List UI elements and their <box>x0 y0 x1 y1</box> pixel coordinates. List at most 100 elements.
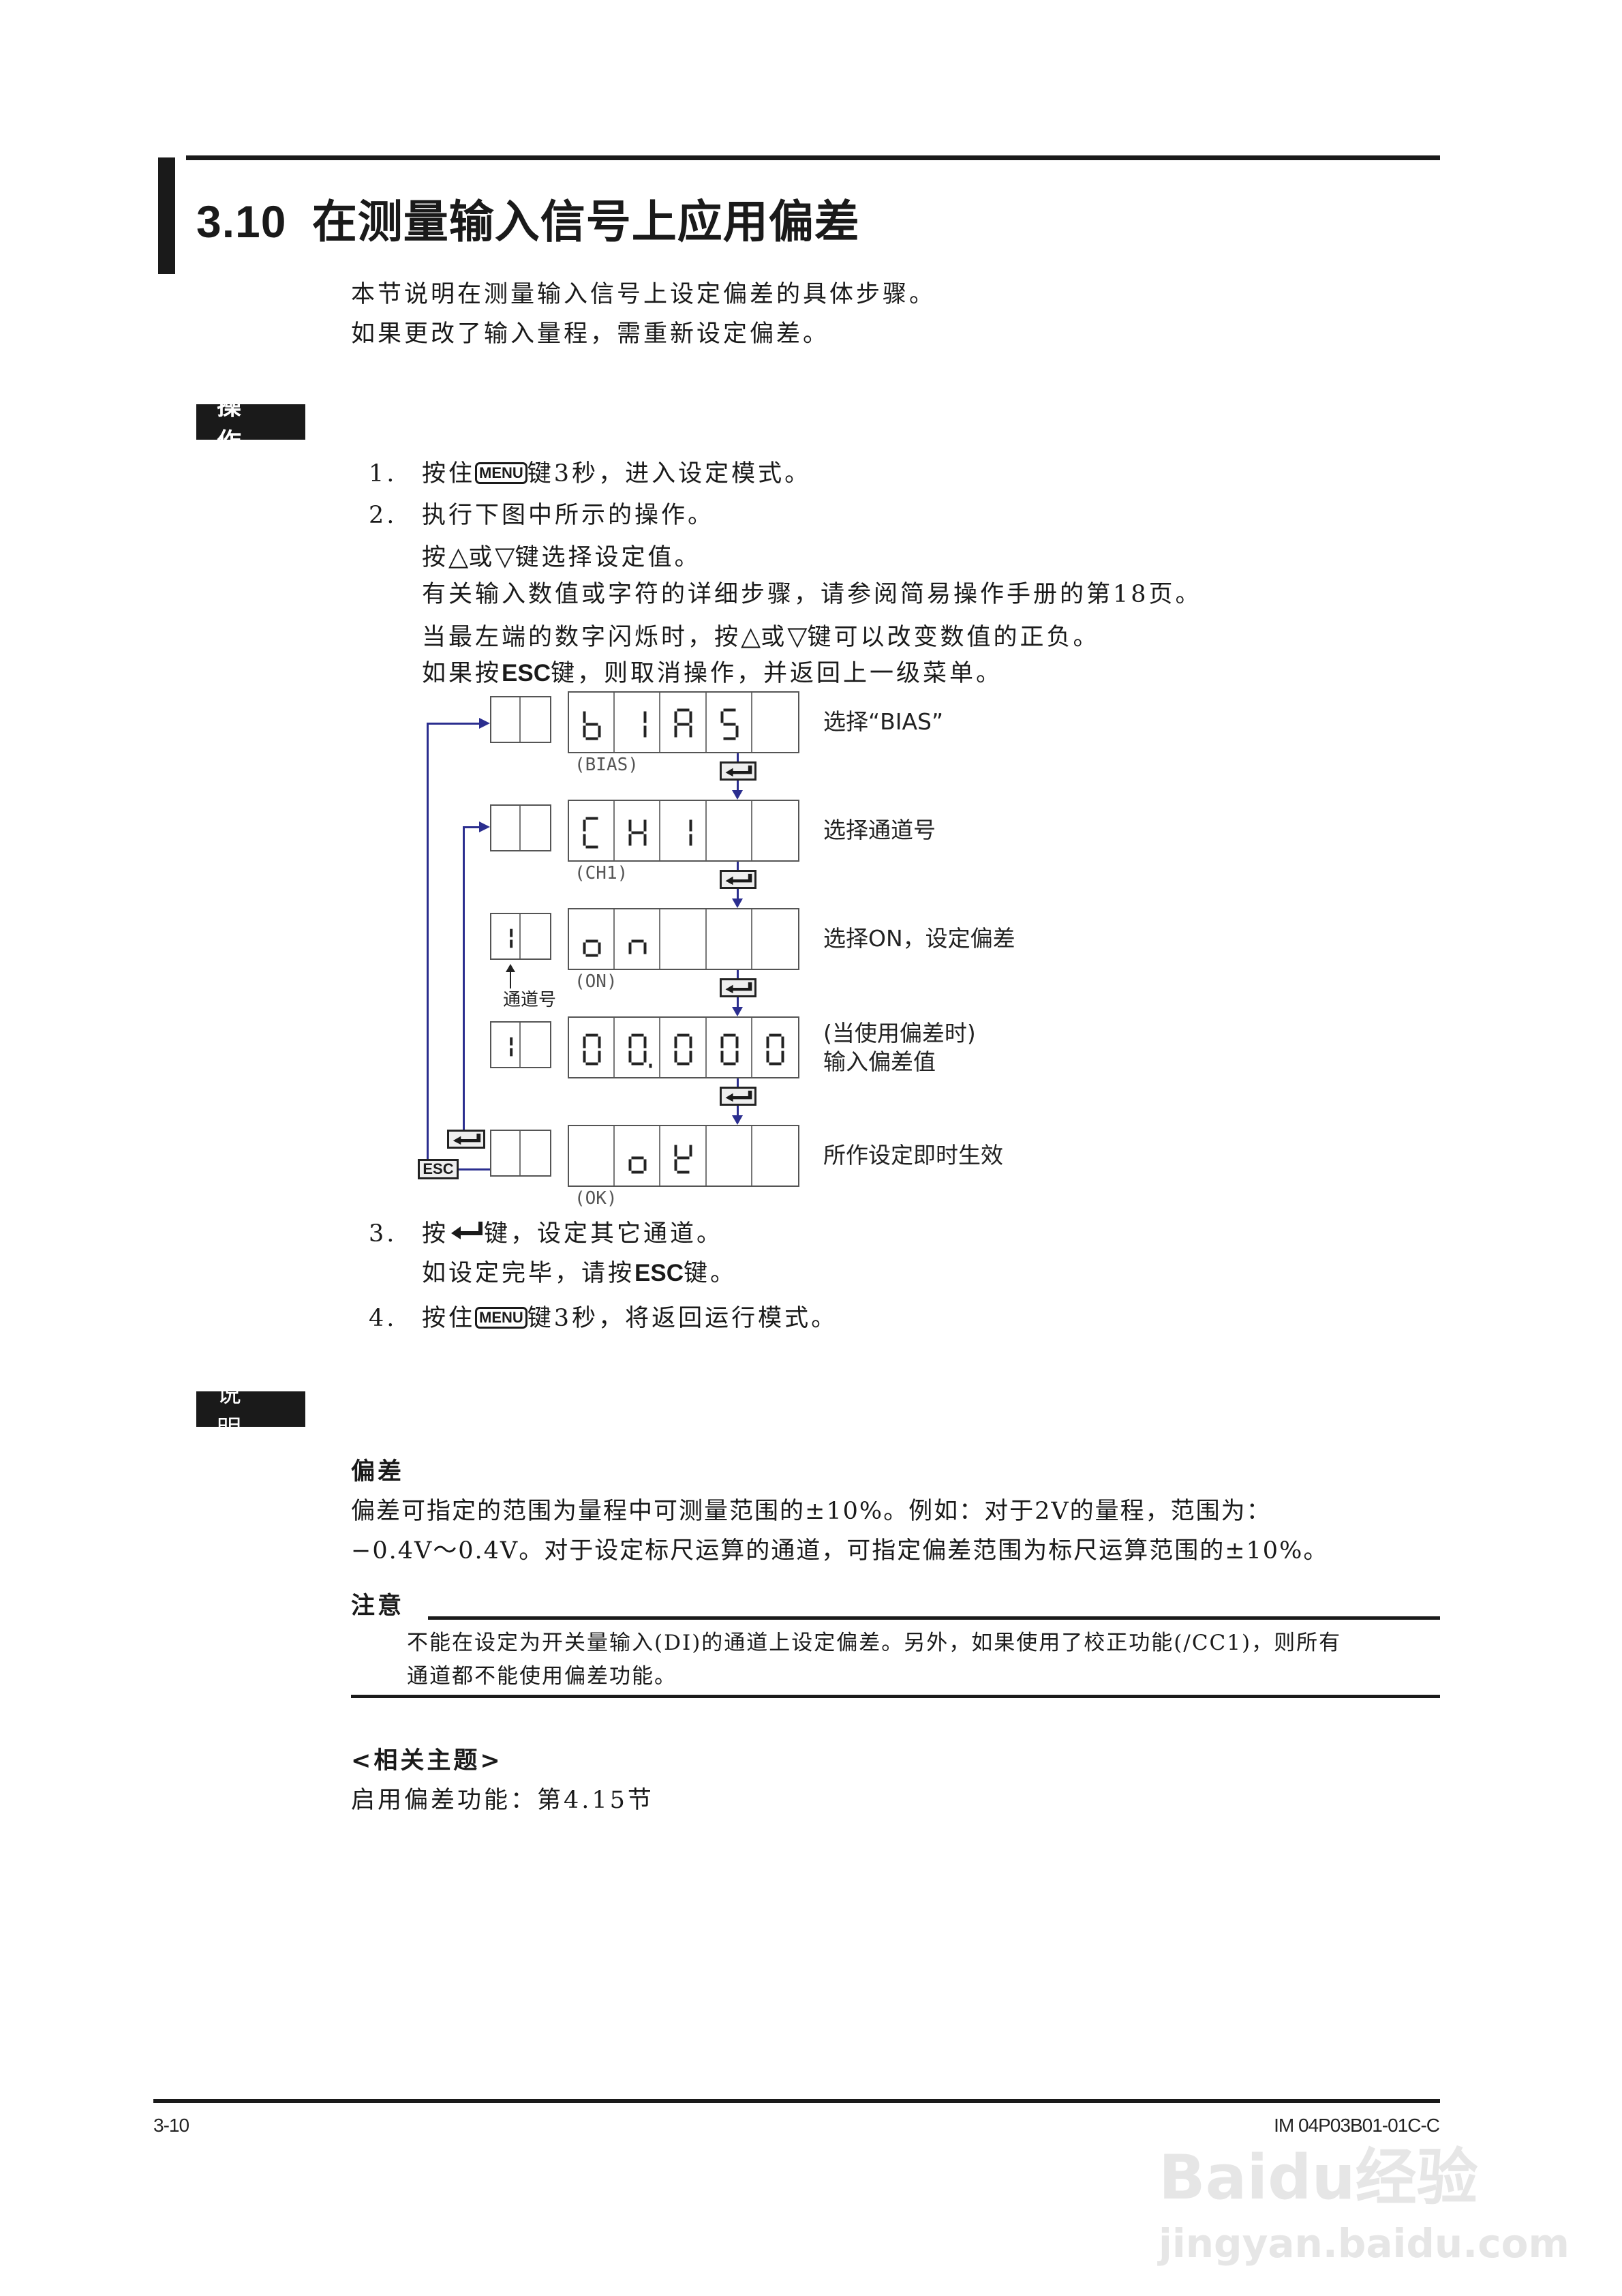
segment <box>677 723 690 726</box>
flow-arrow-down-icon <box>732 1007 743 1016</box>
segment <box>781 1051 784 1063</box>
segment <box>723 1033 736 1037</box>
display-digit <box>615 909 661 969</box>
segment <box>583 834 586 846</box>
segment <box>585 1033 598 1037</box>
segment <box>674 711 677 723</box>
enter-loop-line <box>463 826 480 828</box>
display-digit <box>615 693 661 752</box>
step-text: 按 <box>422 544 449 571</box>
segment <box>631 1033 644 1037</box>
esc-key-icon: ESC <box>418 1159 459 1179</box>
document-id: IM 04P03B01-01C-C <box>1274 2115 1440 2136</box>
channel-display <box>490 1021 551 1068</box>
segment <box>598 725 601 738</box>
step-text: 当最左端的数字闪烁时，按 <box>422 624 741 651</box>
display-caption: (BIAS) <box>575 755 639 775</box>
down-triangle-icon: ▽ <box>787 621 808 651</box>
display-digit <box>707 1126 752 1185</box>
flow-arrow-right-icon <box>479 718 490 729</box>
segment <box>631 1170 644 1174</box>
step-description: 选择通道号 <box>823 817 936 843</box>
watermark-brand: Baidu经验 <box>1159 2142 1478 2214</box>
step-description: (当使用偏差时) <box>823 1020 976 1046</box>
segment <box>583 725 586 738</box>
step-text: 键。 <box>683 1260 737 1287</box>
segment <box>628 942 632 954</box>
step-text: 如果按 <box>422 660 502 687</box>
segment <box>510 928 513 937</box>
bias-heading: 偏差 <box>351 1458 405 1485</box>
page-title: 3.10 在测量输入信号上应用偏差 <box>196 185 860 251</box>
display-digit <box>569 693 615 752</box>
segment <box>583 1036 586 1048</box>
note-heading: 注意 <box>351 1592 405 1620</box>
esc-key-label: ESC <box>634 1260 684 1286</box>
step-3: 3.按键，设定其它通道。 <box>369 1222 723 1248</box>
segment <box>510 939 513 948</box>
segment <box>643 1036 647 1048</box>
display-digit <box>707 1018 752 1077</box>
step-text: 键3秒，将返回运行模式。 <box>527 1305 838 1332</box>
related-heading: <相关主题> <box>351 1747 503 1774</box>
step-text: 如设定完毕，请按 <box>422 1260 635 1287</box>
display-digit <box>752 1018 798 1077</box>
segment <box>769 1062 782 1066</box>
up-triangle-icon: △ <box>448 541 469 571</box>
segment <box>583 819 586 832</box>
esc-loop-line <box>427 723 429 1159</box>
display-digit <box>569 1018 615 1077</box>
channel-display <box>490 696 551 743</box>
step-text: 键3秒，进入设定模式。 <box>527 460 812 487</box>
enter-key-icon <box>720 978 756 997</box>
segment <box>735 725 739 738</box>
segment <box>781 1036 784 1048</box>
display-digit <box>521 697 550 742</box>
display-digit <box>491 914 521 958</box>
segment <box>677 1062 690 1066</box>
esc-loop-line <box>458 1168 490 1170</box>
segment <box>628 1051 632 1063</box>
segment <box>631 939 644 943</box>
segment <box>643 1159 647 1171</box>
segment <box>689 1145 692 1157</box>
segment <box>585 845 598 849</box>
display-digit <box>569 801 615 860</box>
display-digit <box>752 909 798 969</box>
segment <box>766 1036 769 1048</box>
enter-key-icon <box>448 1220 484 1245</box>
up-triangle-icon: △ <box>741 621 761 651</box>
enter-key-icon <box>720 870 756 889</box>
note-top-rule <box>428 1616 1440 1620</box>
segment <box>735 1051 739 1063</box>
segment <box>723 723 736 726</box>
bias-text: −0.4V～0.4V。对于设定标尺运算的通道，可指定偏差范围为标尺运算范围的±1… <box>351 1537 1329 1565</box>
segment <box>720 1036 724 1048</box>
enter-loop-line <box>463 826 465 1130</box>
value-display <box>568 800 799 862</box>
segment <box>689 725 692 738</box>
display-digit <box>569 909 615 969</box>
step-number: 4. <box>369 1305 397 1332</box>
segment <box>631 831 644 834</box>
display-digit <box>615 801 661 860</box>
step-2-line: 有关输入数值或字符的详细步骤，请参阅简易操作手册的第18页。 <box>422 581 1202 608</box>
related-link[interactable]: 启用偏差功能：第4.15节 <box>351 1787 654 1814</box>
enter-key-icon <box>720 761 756 781</box>
segment <box>766 1051 769 1063</box>
segment <box>723 708 736 712</box>
display-digit <box>660 1126 707 1185</box>
segment <box>689 834 692 846</box>
enter-key-icon <box>447 1130 485 1149</box>
segment <box>643 819 647 832</box>
display-digit <box>521 1023 550 1067</box>
flow-arrow-down-icon <box>732 898 743 908</box>
segment <box>643 1051 647 1063</box>
step-text: 执行下图中所示的操作。 <box>422 502 715 529</box>
segment <box>585 737 598 740</box>
step-description: 选择“BIAS” <box>823 708 944 735</box>
display-digit <box>521 806 550 850</box>
segment <box>677 708 690 712</box>
flow-arrow-down-icon <box>732 1115 743 1125</box>
